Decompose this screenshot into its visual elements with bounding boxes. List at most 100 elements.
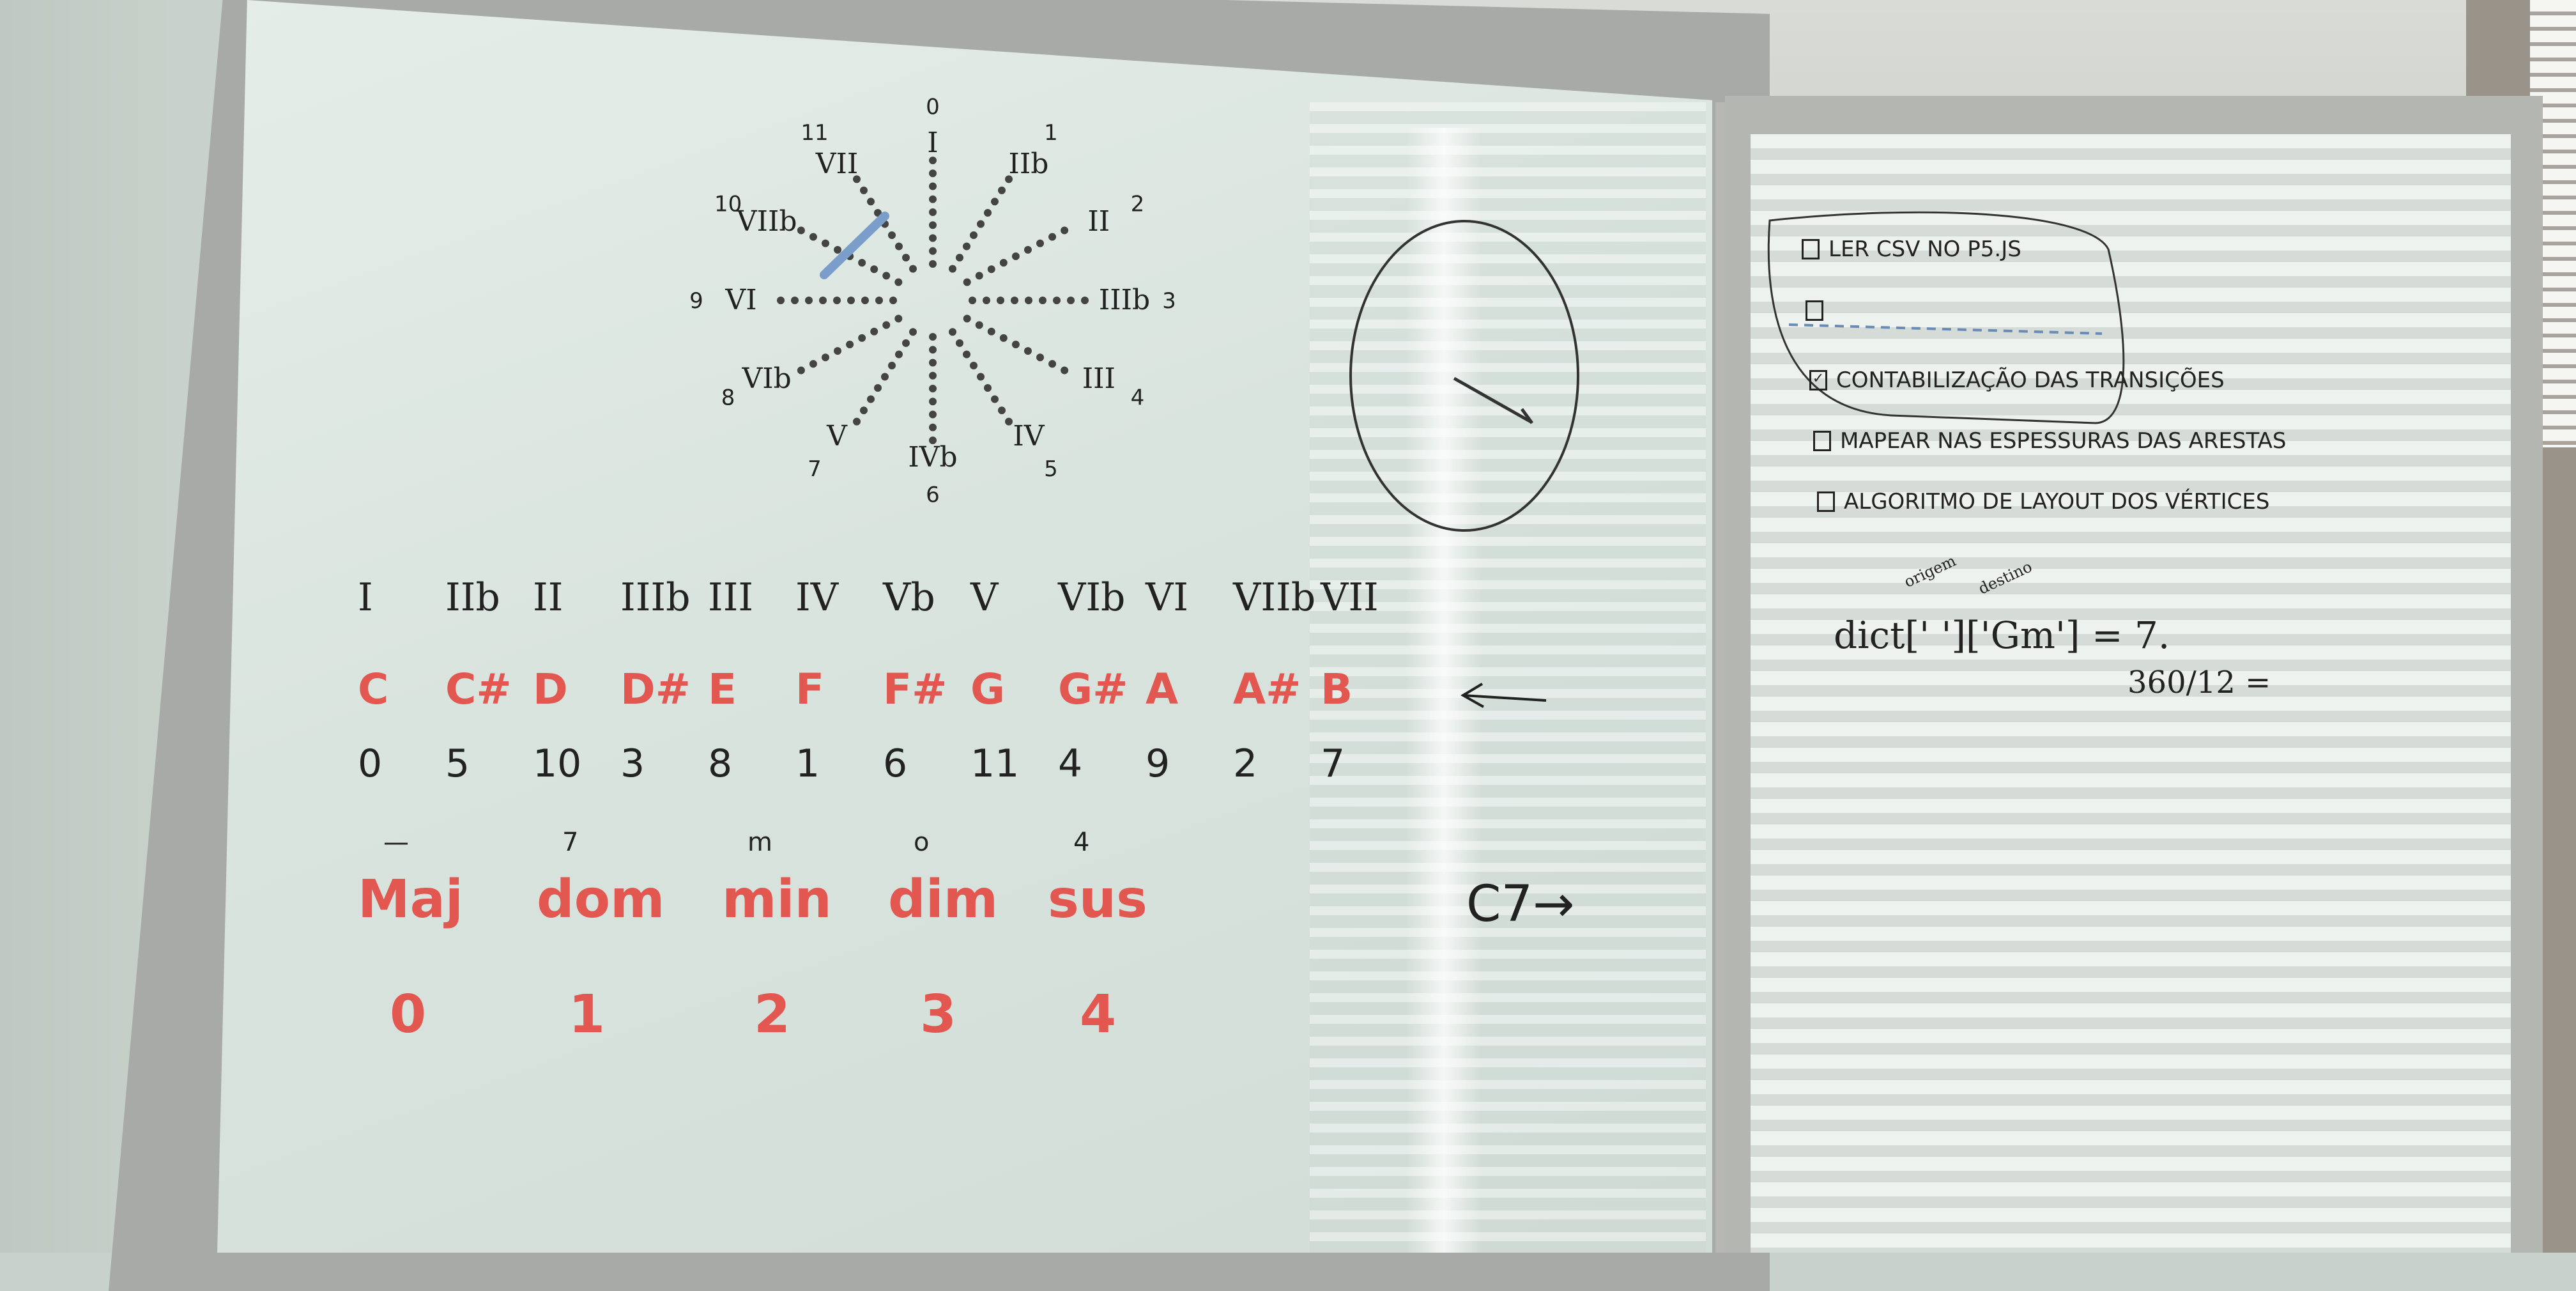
wheel-numeral: IIb — [1009, 148, 1049, 180]
wheel-dot — [1023, 347, 1032, 355]
clock-drawing — [1349, 220, 1579, 532]
chord-superscript: o — [914, 828, 930, 857]
wheel-dot — [860, 406, 868, 415]
wheel-number: 10 — [714, 191, 742, 217]
wheel-dot — [929, 169, 937, 178]
scale-note: C — [358, 665, 389, 714]
wheel-dot — [929, 410, 937, 419]
wheel-dot — [909, 265, 917, 273]
wheel-dot — [929, 221, 937, 229]
wheel-numeral: IIIb — [1099, 284, 1150, 316]
wheel-dot — [874, 384, 882, 392]
chord-index: 0 — [390, 984, 427, 1045]
wheel-dot — [977, 220, 985, 228]
wheel-dot — [970, 231, 977, 240]
scale-number: 6 — [883, 741, 908, 786]
wheel-dot — [963, 350, 970, 359]
wheel-dot — [963, 314, 971, 323]
scale-degree: V — [970, 575, 999, 620]
scale-degree: VI — [1146, 575, 1189, 620]
scale-note: G — [970, 665, 1006, 714]
wheel-dot — [861, 297, 869, 304]
wheel-dot — [867, 197, 875, 206]
wheel-number: 7 — [808, 456, 822, 482]
wheel-dot — [867, 395, 875, 403]
wheel-dot — [949, 265, 956, 273]
wheel-numeral: IV — [1013, 420, 1045, 452]
wheel-dot — [888, 361, 896, 369]
wheel-dot — [874, 208, 882, 217]
checkbox-icon — [1802, 239, 1820, 259]
wheel-dot — [895, 242, 903, 251]
todo-item: MAPEAR NAS ESPESSURAS DAS ARESTAS — [1813, 428, 2287, 454]
scale-note: B — [1321, 665, 1353, 714]
scale-number: 1 — [795, 741, 820, 786]
code-line: dict[' ']['Gm'] = 7. — [1834, 614, 2170, 657]
chord-quality: dim — [888, 869, 999, 930]
wheel-dot — [991, 197, 999, 206]
wheel-number: 8 — [721, 385, 735, 411]
wheel-dot — [963, 278, 971, 286]
wheel-number: 1 — [1044, 120, 1058, 146]
wheel-dot — [929, 157, 937, 165]
wheel-dot — [821, 353, 829, 362]
wheel-dot — [1036, 353, 1045, 362]
wheel-dot — [929, 247, 937, 255]
todo-item: LER CSV NO P5.JS — [1802, 236, 2021, 262]
scale-degree: Vb — [883, 575, 935, 620]
wheel-number: 6 — [926, 482, 940, 507]
wheel-numeral: VI — [724, 284, 756, 316]
chord-superscript: 4 — [1073, 828, 1090, 857]
wheel-dot — [984, 208, 992, 217]
wheel-numeral: VII — [815, 148, 859, 180]
scale-note: E — [708, 665, 737, 714]
wheel-dot — [777, 297, 785, 304]
wheel-number: 0 — [926, 95, 940, 120]
scale-number: 9 — [1146, 741, 1170, 786]
scale-degree: IIb — [445, 575, 500, 620]
chord-index: 3 — [920, 984, 957, 1045]
scale-number: 10 — [533, 741, 582, 786]
wheel-dot — [929, 195, 937, 203]
chord-index: 2 — [754, 984, 791, 1045]
wheel-dot — [1039, 297, 1046, 304]
wheel-dot — [929, 182, 937, 190]
wheel-dot — [882, 321, 891, 329]
checkbox-icon: ✓ — [1809, 370, 1827, 390]
wheel-dot — [809, 360, 817, 368]
chord-quality: dom — [537, 869, 665, 930]
chord-index: 1 — [569, 984, 606, 1045]
wheel-numeral: VIIb — [736, 205, 797, 238]
scale-note: G# — [1058, 665, 1128, 714]
scale-degree: I — [358, 575, 373, 620]
scale-degree: VIb — [1058, 575, 1126, 620]
wheel-dot — [999, 334, 1008, 342]
wheel-numeral: II — [1087, 205, 1110, 238]
scale-note: C# — [445, 665, 512, 714]
blue-marker-mark — [820, 212, 889, 279]
checkbox-icon — [1813, 431, 1831, 451]
wheel-dot — [987, 265, 995, 274]
wheel-dot — [1061, 366, 1069, 375]
wheel-dot — [834, 347, 842, 355]
wheel-dot — [895, 350, 903, 359]
wheel-dot — [929, 359, 937, 367]
wheel-dot — [949, 328, 956, 336]
chord-quality: min — [722, 869, 832, 930]
scale-note: A# — [1233, 665, 1301, 714]
wheel-dot — [797, 366, 805, 375]
wheel-dot — [805, 297, 813, 304]
wheel-numeral: IVb — [908, 441, 957, 474]
wheel-dot — [1061, 226, 1069, 235]
scale-note: F# — [883, 665, 947, 714]
wheel-dot — [791, 297, 799, 304]
wheel-dot — [984, 384, 992, 392]
scale-note: D — [533, 665, 568, 714]
wheel-number: 5 — [1044, 456, 1058, 482]
wheel-dot — [821, 239, 829, 247]
todo-label: CONTABILIZAÇÃO DAS TRANSIÇÕES — [1836, 367, 2225, 393]
chord-superscript: — — [383, 828, 409, 857]
wheel-dot — [846, 341, 854, 348]
wheel-dot — [963, 242, 970, 251]
